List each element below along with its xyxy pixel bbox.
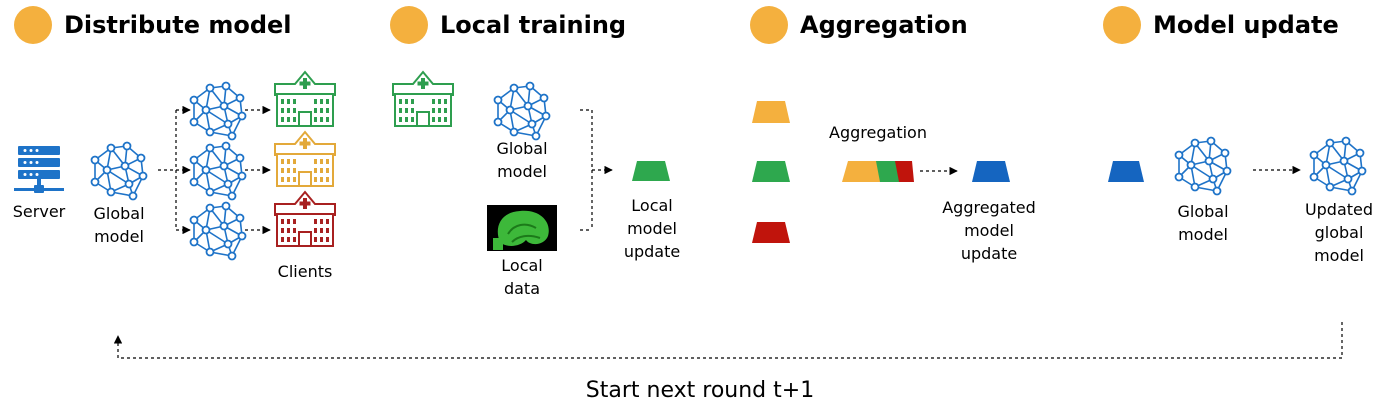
next-round-loop-arrow (113, 322, 1343, 359)
model-update-block-icon (632, 101, 1144, 243)
clients-label: Clients (277, 262, 333, 281)
stage-title: Aggregation (800, 11, 968, 39)
server-label: Server (12, 202, 66, 221)
hospital-icon (274, 131, 336, 187)
stage-dot-icon (14, 6, 52, 44)
stage-aggregation: Aggregation (750, 6, 968, 44)
next-round-caption: Start next round t+1 (585, 378, 815, 403)
stage-dot-icon (750, 6, 788, 44)
global-model-network-icon (493, 81, 551, 141)
hospital-icon (274, 71, 336, 127)
client-model-network-icon (189, 81, 247, 141)
distribution-connectors (158, 105, 271, 235)
aggregation-label: Aggregation (829, 123, 927, 142)
global-model-network-icon (1174, 136, 1232, 196)
stage-dot-icon (1103, 6, 1141, 44)
client-model-network-icon (189, 201, 247, 261)
stage-title: Model update (1153, 11, 1339, 39)
server-icon (14, 146, 64, 193)
stage-title: Distribute model (64, 11, 292, 39)
updated-global-model-network-icon (1309, 136, 1367, 196)
brain-scan-icon (487, 205, 557, 251)
global-model-network-icon (90, 141, 148, 201)
stage-distribute-model: Distribute model (14, 6, 292, 44)
client-model-network-icon (189, 141, 247, 201)
hospital-icon (392, 71, 454, 127)
local-training-connectors (580, 109, 613, 231)
stage-dot-icon (390, 6, 428, 44)
stage-model-update: Model update (1103, 6, 1339, 44)
stage-local-training: Local training (390, 6, 626, 44)
hospital-icon (274, 191, 336, 247)
stage-title: Local training (440, 11, 627, 39)
